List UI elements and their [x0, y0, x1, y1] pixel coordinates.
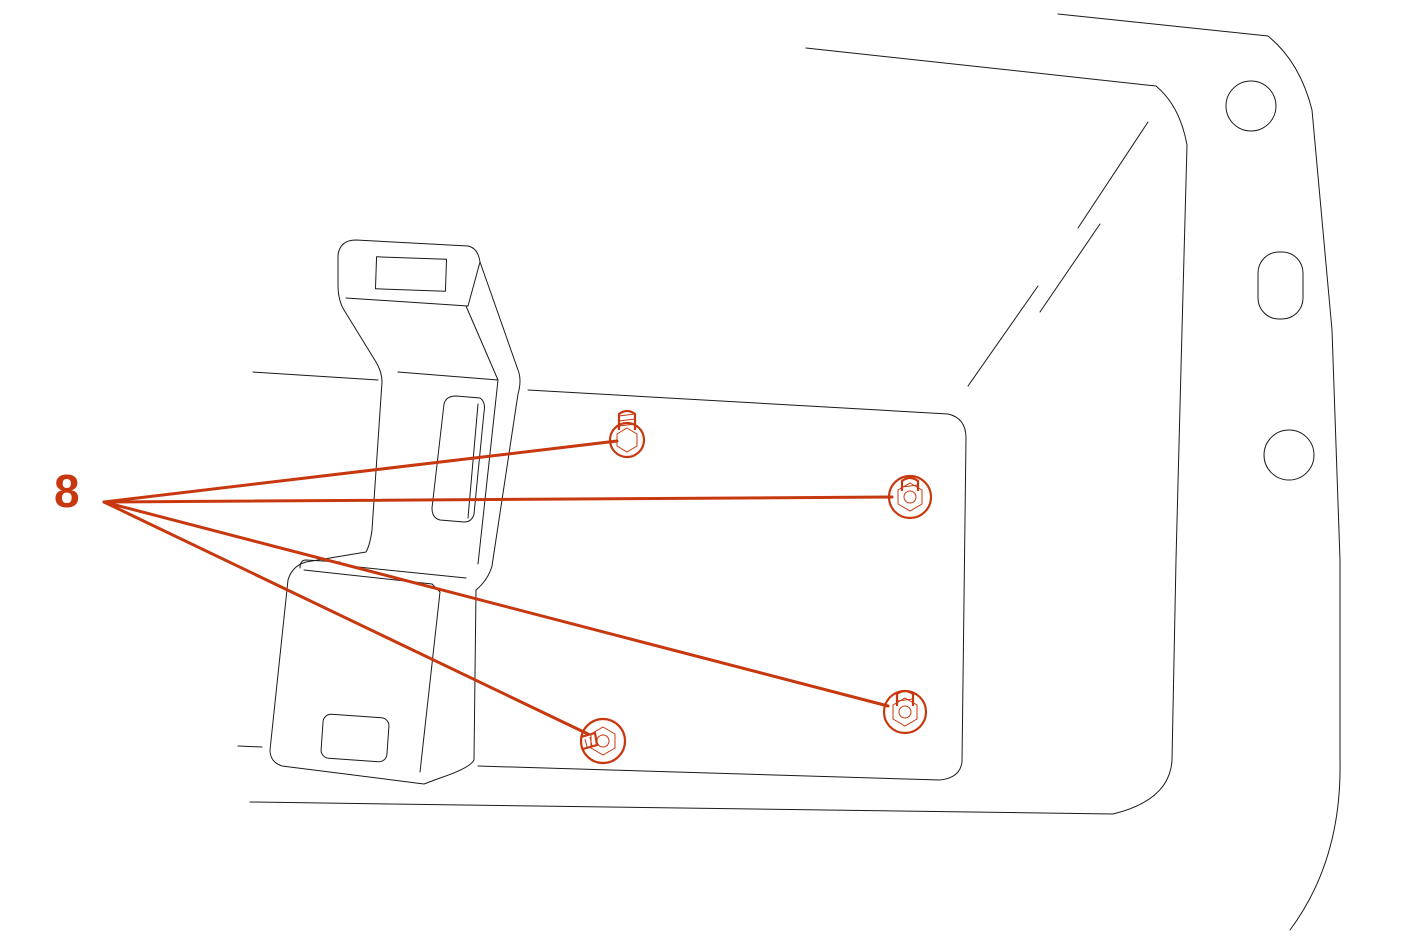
- leader-line-right-lower: [102, 500, 890, 708]
- frame-inner-line: [967, 285, 1039, 387]
- fastener-right-lower-stud-nut-icon: [882, 689, 928, 735]
- plate-outline: [477, 389, 967, 781]
- frame-hole-bottom: [1263, 429, 1315, 481]
- bracket-outline: [269, 239, 521, 785]
- callout-number: 8: [54, 465, 80, 517]
- housing-frame: [249, 13, 1341, 931]
- fastener-top-stud-nut-icon: [608, 409, 646, 459]
- plate-rear-edge: [252, 371, 379, 381]
- bracket-top-face: [345, 261, 481, 307]
- bracket-lower-face: [303, 569, 441, 773]
- bracket-lower-fold: [299, 559, 341, 569]
- frame-inner-line: [1077, 121, 1149, 229]
- leader-line-right-upper: [102, 495, 894, 504]
- frame-hole-top: [1225, 80, 1277, 132]
- leader-line-bottom: [102, 500, 590, 736]
- bracket-fold-edge: [397, 371, 499, 381]
- fastener-bottom-stud-nut-icon: [579, 717, 627, 765]
- frame-inner-line: [1039, 223, 1101, 313]
- bracket: [269, 239, 521, 785]
- bracket-lower-fold: [347, 565, 467, 579]
- frame-slot: [1257, 251, 1304, 320]
- bracket-slot-top: [374, 256, 448, 292]
- bracket-slot-side: [431, 395, 485, 523]
- frame-outer-edge: [1057, 13, 1341, 931]
- fastener-right-upper-stud-nut-icon: [887, 474, 933, 520]
- plate-front-edge: [237, 745, 263, 748]
- callout-group: [102, 409, 933, 765]
- frame-inner-edge: [249, 47, 1188, 815]
- bracket-slot-bottom: [320, 713, 390, 763]
- mounting-plate: [237, 371, 967, 781]
- leader-line-top: [102, 439, 619, 504]
